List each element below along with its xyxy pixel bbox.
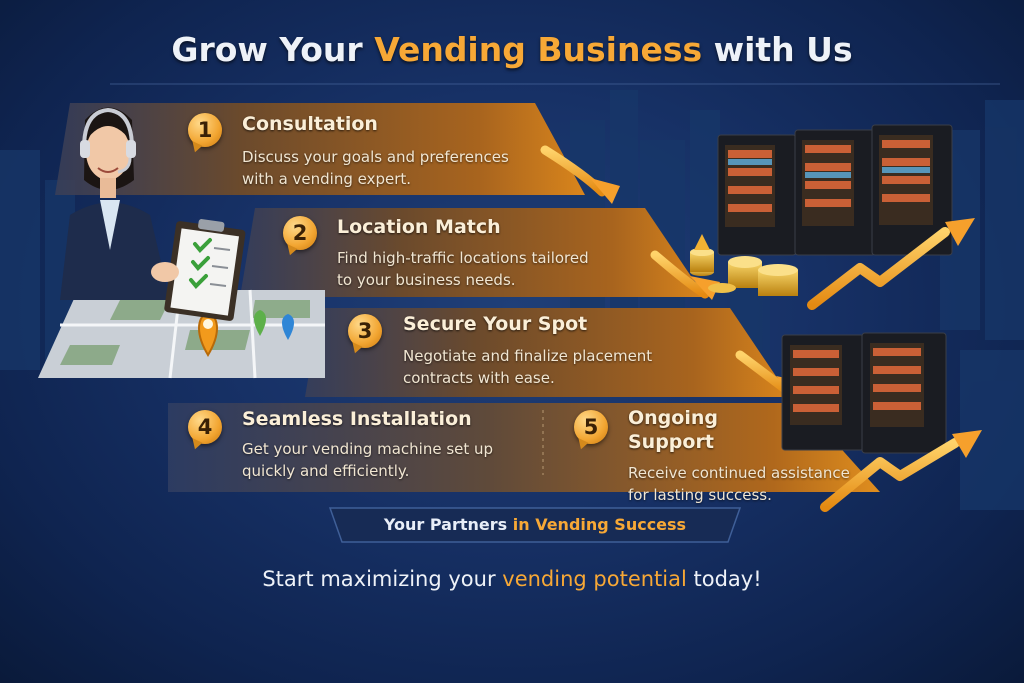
map-pin-icon [198, 310, 294, 357]
checkmark-icon [189, 238, 212, 289]
step-2-banner [240, 208, 705, 297]
step-2-number-badge: 2 [283, 216, 317, 250]
partners-tagline: Your Partners in Vending Success [383, 515, 687, 534]
map-illustration [38, 289, 325, 379]
customer-service-agent [60, 107, 170, 300]
clipboard-icon [164, 219, 246, 321]
step-4-title: Seamless Installation [242, 408, 472, 430]
coin-icon [690, 234, 798, 296]
partners-banner [328, 507, 742, 543]
headset-earpiece [80, 140, 90, 158]
step-3-banner [305, 308, 790, 397]
headset-icon [82, 107, 134, 149]
step-1-number-badge: 1 [188, 113, 222, 147]
step-4-number-badge: 4 [188, 410, 222, 444]
growth-arrow-icon [807, 227, 960, 512]
step-5-number-badge: 5 [574, 410, 608, 444]
step-4-5-banner [168, 403, 880, 492]
step-2-title: Location Match [337, 216, 501, 238]
call-to-action-text: Start maximizing your vending potential … [262, 567, 762, 591]
step-3-number-badge: 3 [348, 314, 382, 348]
step-1-title: Consultation [242, 113, 378, 135]
step-3-title: Secure Your Spot [403, 313, 588, 335]
page-title: Grow Your Vending Business with Us [171, 30, 853, 69]
